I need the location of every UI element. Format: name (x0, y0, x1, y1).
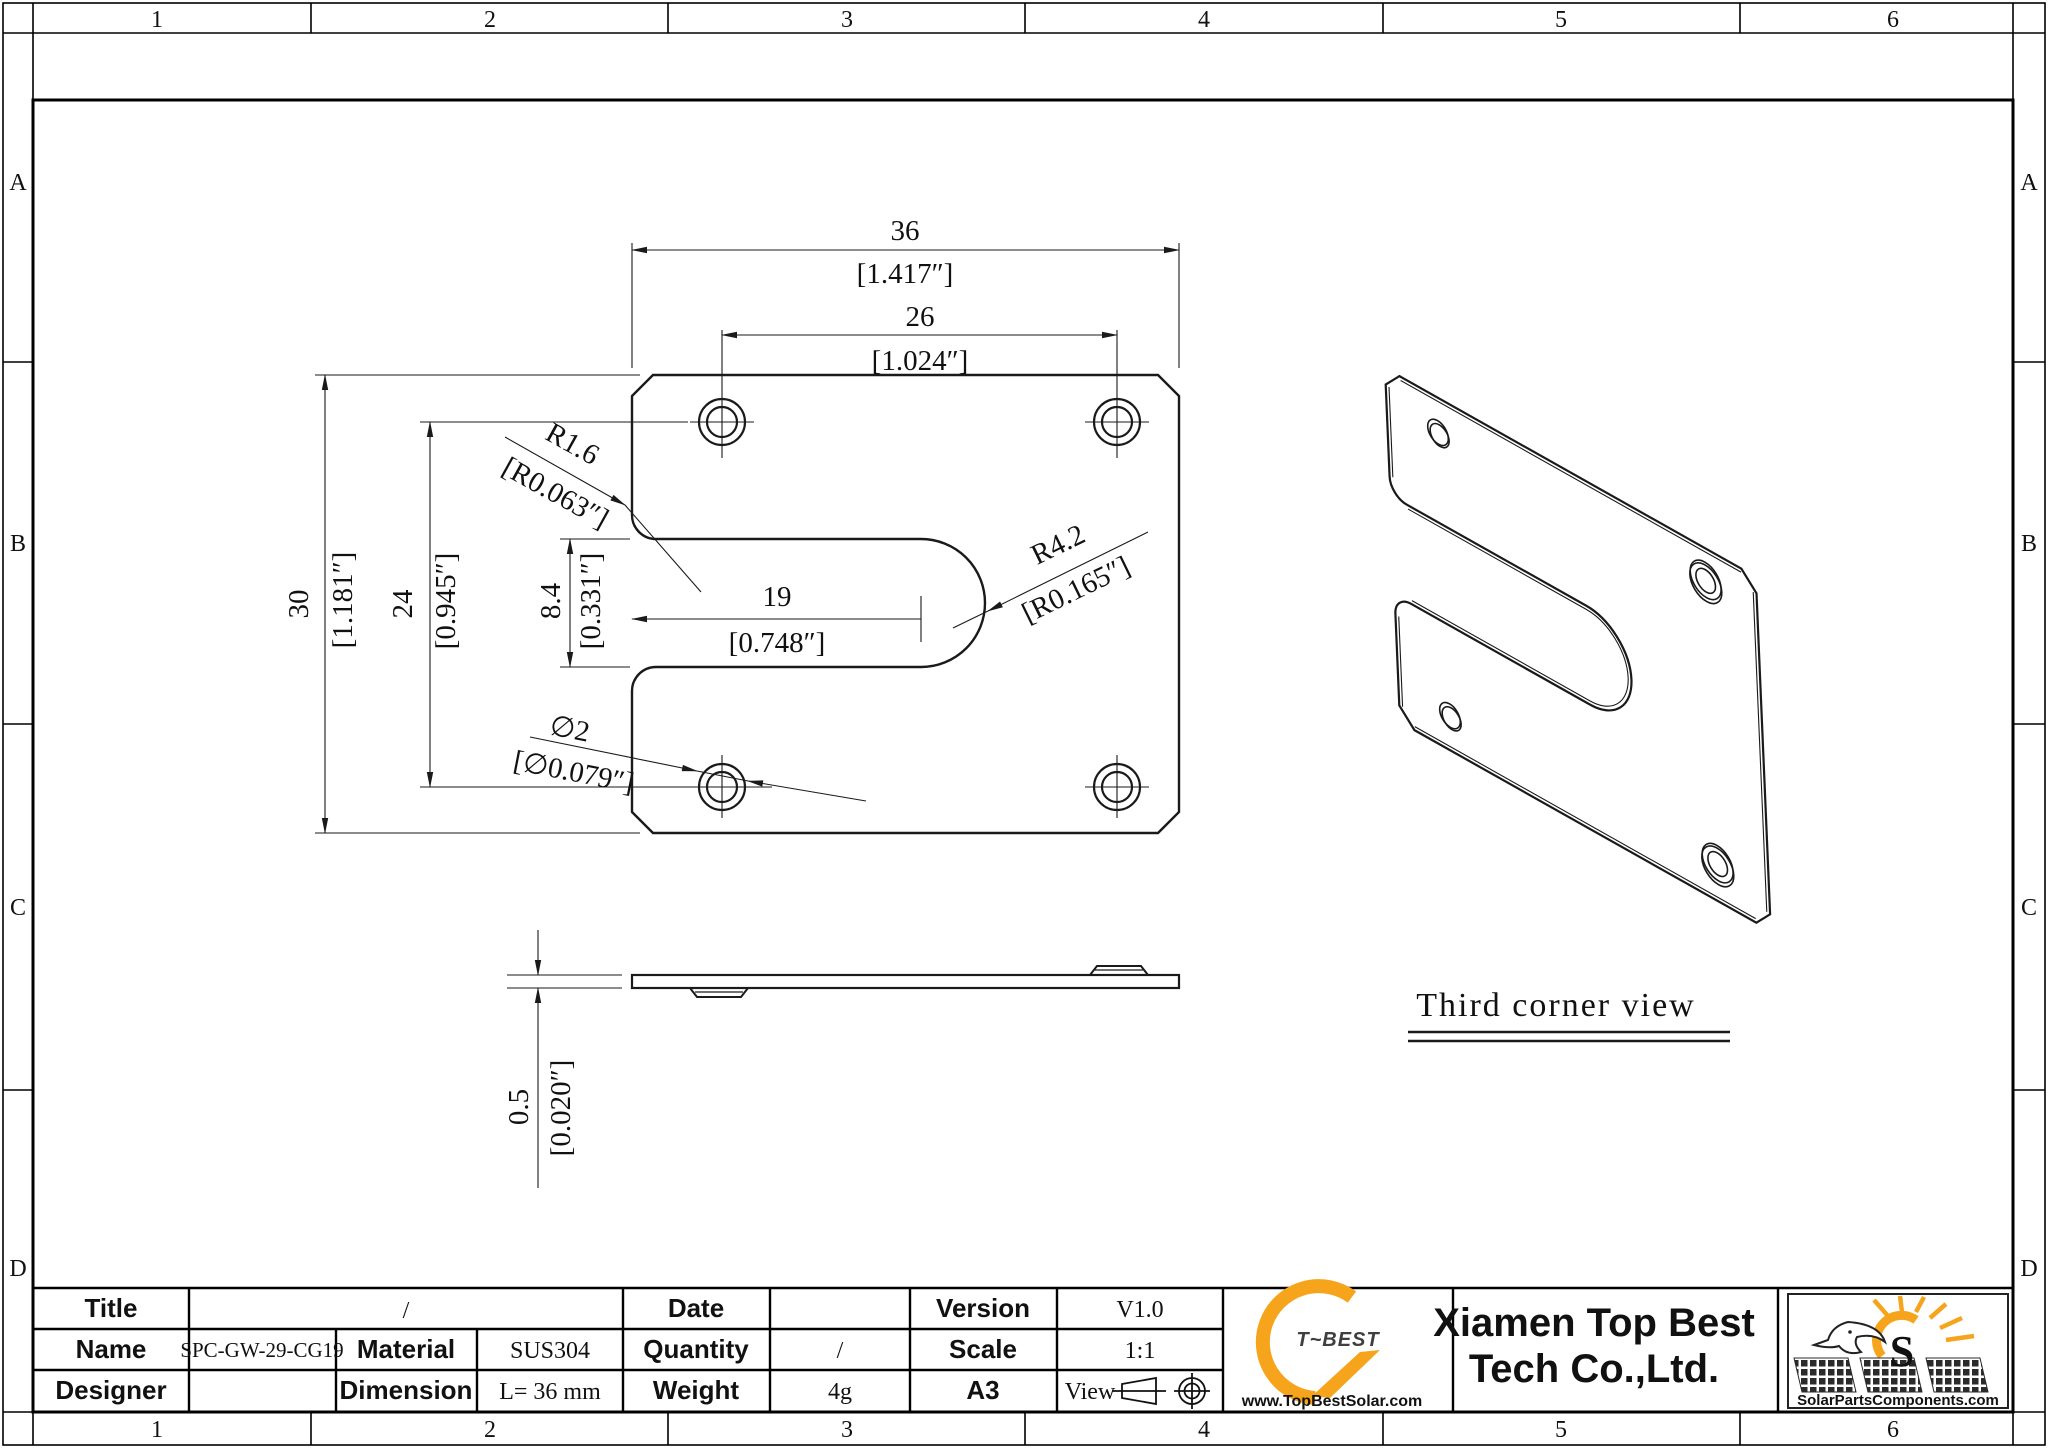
solarparts-logo: S SolarPartsComponents.com (1787, 1293, 2009, 1409)
zone-labels: 1 2 3 4 5 6 1 2 3 4 5 6 A B C D A B C D (9, 7, 2038, 1443)
zone-row-label: D (2020, 1256, 2037, 1282)
title-block-texts: Title Name Designer / SPC-GW-29-CG19 Mat… (55, 1293, 1163, 1405)
front-view (315, 243, 1181, 835)
zone-row-label: B (10, 531, 26, 557)
zone-row-label: C (10, 895, 26, 921)
title-label: Title (85, 1293, 138, 1323)
dim-holevspan-in: [0.945″] (430, 553, 462, 650)
dim-thickness-mm: 0.5 (503, 1089, 535, 1125)
projection-symbol-icon (1112, 1373, 1210, 1409)
caption-underline (1408, 1030, 1730, 1043)
solar-panel-letters (1793, 1357, 1989, 1393)
zone-row-label: A (2020, 170, 2038, 196)
zone-col-label: 4 (1198, 1417, 1210, 1443)
company-name-line1: Xiamen Top Best (1433, 1301, 1755, 1345)
dimension-lines (321, 246, 1180, 834)
zone-col-label: 4 (1198, 7, 1210, 33)
dim-fillet-in: [R0.063″] (497, 451, 614, 535)
thickness-texts: 0.5 [0.020″] (503, 1060, 577, 1157)
dim-slotwidth-in: [0.331″] (575, 553, 607, 650)
weight-label: Weight (653, 1375, 740, 1405)
dim-height-in: [1.181″] (327, 552, 359, 649)
zone-col-label: 1 (151, 1417, 163, 1443)
scale-label: Scale (949, 1334, 1017, 1364)
tbest-swoosh-icon (1255, 1279, 1357, 1405)
eagle-head-icon (1810, 1320, 1887, 1355)
solarparts-url: SolarPartsComponents.com (1797, 1392, 1999, 1409)
title-block-grid (33, 1286, 2013, 1412)
dimension-label: Dimension (340, 1375, 473, 1405)
weight-value: 4g (828, 1379, 852, 1405)
drawing-frame (31, 98, 2015, 1414)
title-value: / (403, 1298, 410, 1324)
material-label: Material (357, 1334, 455, 1364)
zone-row-label: C (2021, 895, 2037, 921)
zone-col-label: 6 (1887, 1417, 1899, 1443)
quantity-label: Quantity (643, 1334, 749, 1364)
solarparts-letter: S (1890, 1327, 1914, 1376)
dim-holevspan-mm: 24 (387, 589, 419, 619)
view-label: View (1065, 1379, 1116, 1405)
tbest-bolt-icon (1312, 1350, 1380, 1398)
name-value: SPC-GW-29-CG19 (180, 1338, 343, 1362)
sheet-size: A3 (966, 1375, 999, 1405)
side-view (507, 965, 1181, 998)
plate-outline (630, 373, 1181, 835)
iso-plate-outline (1385, 368, 1771, 931)
material-value: SUS304 (510, 1338, 590, 1364)
dim-slotwidth-mm: 8.4 (535, 582, 567, 619)
name-label: Name (76, 1334, 147, 1364)
extension-and-center-lines (315, 243, 1180, 834)
dim-slotdepth-in: [0.748″] (729, 627, 826, 659)
dim-slotradius-mm: R4.2 (1026, 518, 1090, 571)
scale-value: 1:1 (1125, 1338, 1156, 1364)
version-label: Version (936, 1293, 1030, 1323)
dim-thickness-in: [0.020″] (545, 1060, 577, 1157)
dimension-value: L= 36 mm (499, 1379, 601, 1405)
designer-label: Designer (55, 1375, 166, 1405)
dim-width-mm: 36 (891, 215, 920, 247)
iso-caption: Third corner view (1416, 987, 1695, 1024)
dim-slotdepth-mm: 19 (763, 581, 792, 613)
sun-rays-icon (1872, 1295, 1975, 1343)
dim-holedia-mm: ∅2 (547, 710, 592, 749)
zone-col-label: 2 (484, 7, 496, 33)
tbest-logo-text: T~BEST (1296, 1329, 1380, 1351)
dim-width-in: [1.417″] (857, 258, 954, 290)
dimension-texts: 36 [1.417″] 26 [1.024″] 30 [1.181″] 24 [… (283, 215, 1135, 800)
zone-row-label: A (9, 170, 27, 196)
tbest-logo-url: www.TopBestSolar.com (1241, 1393, 1422, 1410)
zone-col-label: 3 (841, 1417, 853, 1443)
tbest-logo: T~BEST www.TopBestSolar.com (1241, 1279, 1422, 1410)
plate-section (630, 973, 1181, 990)
company-name-line2: Tech Co.,Ltd. (1469, 1347, 1719, 1391)
zone-col-label: 5 (1555, 7, 1567, 33)
dim-fillet-mm: R1.6 (540, 417, 604, 472)
iso-thickness-lines (1388, 374, 1767, 926)
dim-holespan-mm: 26 (906, 301, 935, 333)
zone-row-label: D (9, 1256, 26, 1282)
isometric-view (1385, 368, 1771, 931)
iso-holes (1427, 406, 1735, 894)
zone-row-label: B (2021, 531, 2037, 557)
dim-holedia-in: [∅0.079″] (511, 745, 637, 800)
date-label: Date (668, 1293, 724, 1323)
dim-height-mm: 30 (283, 590, 315, 619)
quantity-value: / (837, 1338, 844, 1364)
dim-holespan-in: [1.024″] (872, 345, 969, 377)
zone-col-label: 5 (1555, 1417, 1567, 1443)
zone-col-label: 1 (151, 7, 163, 33)
zone-col-label: 6 (1887, 7, 1899, 33)
sun-crescent-icon (1872, 1310, 1919, 1359)
version-value: V1.0 (1116, 1297, 1163, 1323)
zone-col-label: 2 (484, 1417, 496, 1443)
zone-col-label: 3 (841, 7, 853, 33)
